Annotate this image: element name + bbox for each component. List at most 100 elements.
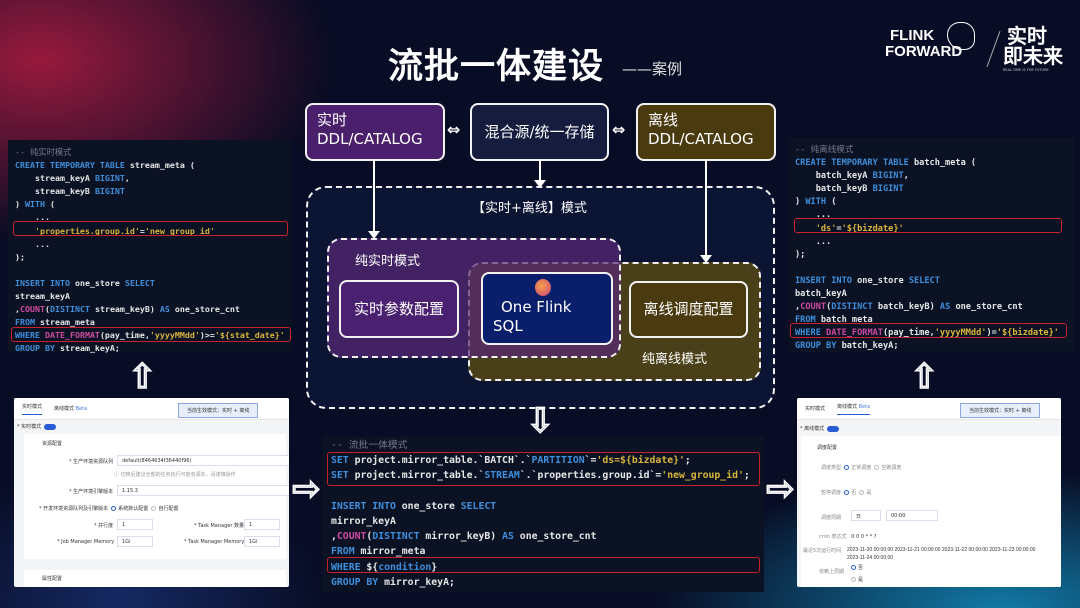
section-property-config[interactable]: 属性配置: [42, 576, 63, 582]
highlight-group-id: [13, 221, 288, 236]
radio-depend-yes-label: 是: [858, 577, 864, 583]
offline-schedule-box: 离线调度配置: [629, 281, 748, 338]
radio-pause-no-label: 否: [851, 490, 857, 496]
section-schedule-config[interactable]: 调度配置: [817, 445, 838, 451]
one-flink-sql-box: One Flink SQL: [481, 272, 613, 345]
highlight-condition: [327, 557, 760, 573]
realtime-ddl-line2: DDL/CATALOG: [317, 130, 423, 148]
code-token: AS: [939, 302, 956, 313]
radio-dry-run[interactable]: [874, 465, 880, 470]
tab-realtime[interactable]: 实时模式: [22, 403, 43, 415]
arrow-right-icon: ⇨: [291, 469, 321, 509]
code-panel-offline: -- 纯离线模式 CREATE TEMPORARY TABLE batch_met…: [788, 138, 1074, 352]
code-line: stream_keyA: [15, 290, 285, 303]
code-token: (: [366, 531, 373, 543]
realtime-toggle[interactable]: [44, 423, 57, 430]
tab-offline[interactable]: 离线模式 Beta: [837, 403, 871, 415]
bidirectional-arrow-icon: ⇔: [612, 120, 626, 139]
mixed-source-label: 混合源/统一存储: [484, 122, 595, 141]
radio-depend-no[interactable]: [851, 565, 856, 570]
time-picker[interactable]: 00:00: [886, 510, 938, 521]
code-token: mirror_keyA: [331, 515, 396, 527]
arrow-down-icon: [700, 161, 712, 263]
parallel-label: * 并行度: [94, 523, 114, 529]
highlight-bizdate: [790, 323, 1067, 338]
combined-mode-label: 【实时+离线】模式: [472, 201, 587, 216]
code-token: CREATE TEMPORARY TABLE: [795, 158, 914, 169]
code-line: WHERE DATE_FORMAT(pay_time,'yyyyMMdd')>=…: [15, 329, 285, 342]
arrow-up-icon: ⇧: [127, 357, 157, 397]
page-title: 流批一体建设: [388, 47, 605, 87]
tm-count-input[interactable]: 1: [244, 519, 280, 530]
tab-realtime[interactable]: 实时模式: [805, 406, 826, 412]
jm-memory-input[interactable]: 1Gi: [117, 536, 153, 547]
code-token: SET: [331, 470, 355, 482]
radio-custom[interactable]: [151, 506, 157, 511]
code-token: FROM: [331, 546, 361, 558]
code-token: batch_meta (: [914, 158, 977, 169]
code-token: INSERT INTO: [795, 275, 858, 286]
code-token: CREATE TEMPORARY TABLE: [15, 160, 130, 171]
bidirectional-arrow-icon: ⇔: [447, 120, 461, 139]
arrow-down-icon: [534, 161, 546, 188]
tab-offline-label: 离线模式: [837, 403, 858, 410]
code-token: GROUP BY: [795, 341, 842, 352]
code-token: GROUP BY: [331, 576, 385, 588]
code-token: DISTINCT: [831, 302, 878, 313]
arrow-up-icon: ⇧: [909, 357, 939, 397]
code-token: stream_keyB: [15, 186, 95, 197]
code-token: }: [431, 561, 438, 573]
code-token: (: [44, 304, 50, 315]
radio-pause-no[interactable]: [844, 490, 850, 495]
code-line: INSERT INTO one_store SELECT: [795, 275, 1067, 288]
code-token: )=: [986, 328, 997, 339]
radio-normal[interactable]: [844, 465, 850, 470]
code-token: );: [15, 251, 25, 262]
code-token: one_store: [401, 500, 461, 512]
cycle-select[interactable]: 日: [851, 510, 881, 521]
code-line: [15, 264, 285, 277]
code-token: batch_keyA;: [841, 341, 899, 352]
pause-label: 暂停调度: [821, 490, 842, 496]
offline-toggle-label: * 离线模式: [800, 426, 825, 432]
logo-divider: [986, 30, 1001, 68]
tm-memory-input[interactable]: 1Gi: [244, 536, 280, 547]
offline-ddl-box: 离线 DDL/CATALOG: [636, 103, 776, 161]
code-token: DATE_FORMAT: [44, 330, 100, 341]
code-token: -- 纯离线模式: [795, 145, 854, 155]
realtime-params-label: 实时参数配置: [353, 299, 444, 318]
arrow-down-icon: [368, 161, 380, 239]
code-token: '${bizdate}': [841, 223, 904, 234]
code-token: ...: [795, 236, 832, 247]
code-token: COUNT: [800, 302, 827, 313]
code-token: =: [836, 223, 842, 234]
code-line: );: [15, 251, 285, 264]
parallel-input[interactable]: 1: [117, 519, 153, 530]
queue-select[interactable]: default(8464634f36440f96): [117, 455, 289, 466]
code-token: ...: [795, 210, 832, 221]
code-line: stream_keyB BIGINT: [15, 185, 285, 198]
arrow-down-icon: ⇩: [525, 401, 555, 441]
radio-pause-yes[interactable]: [859, 490, 865, 495]
offline-toggle[interactable]: [827, 425, 840, 432]
code-line: ,COUNT(DISTINCT mirror_keyB) AS one_stor…: [331, 529, 755, 544]
section-resource-config[interactable]: 资源配置: [42, 441, 63, 447]
code-line: FROM batch_meta: [795, 314, 1067, 327]
code-token: (: [826, 302, 832, 313]
radio-default[interactable]: [111, 506, 117, 511]
code-token: one_store: [74, 277, 125, 288]
code-line: -- 纯离线模式: [795, 144, 1067, 157]
realtime-config-screenshot: 实时模式 离线模式 Beta 当前生效模式：实时 + 离线 * 实时模式 资源配…: [14, 398, 289, 587]
code-token: -- 纯实时模式: [15, 147, 72, 157]
logo-text-flink: FLINK: [890, 27, 935, 44]
offline-config-screenshot: 实时模式 离线模式 Beta 当前生效模式：实时 + 离线 * 离线模式 调度配…: [797, 398, 1061, 587]
code-line: batch_keyB BIGINT: [795, 183, 1067, 196]
arrow-right-icon: ⇨: [765, 469, 795, 509]
tab-offline[interactable]: 离线模式 Beta: [54, 405, 87, 412]
engine-select[interactable]: 1.15.3: [117, 485, 289, 496]
code-token: )>=: [199, 330, 215, 341]
radio-depend-yes[interactable]: [851, 577, 856, 582]
code-token: (pay_time,: [99, 330, 150, 341]
active-mode-banner: 当前生效模式：实时 + 离线: [960, 403, 1041, 418]
code-line: SET project.mirror_table.`BATCH`.`PARTIT…: [331, 453, 755, 468]
